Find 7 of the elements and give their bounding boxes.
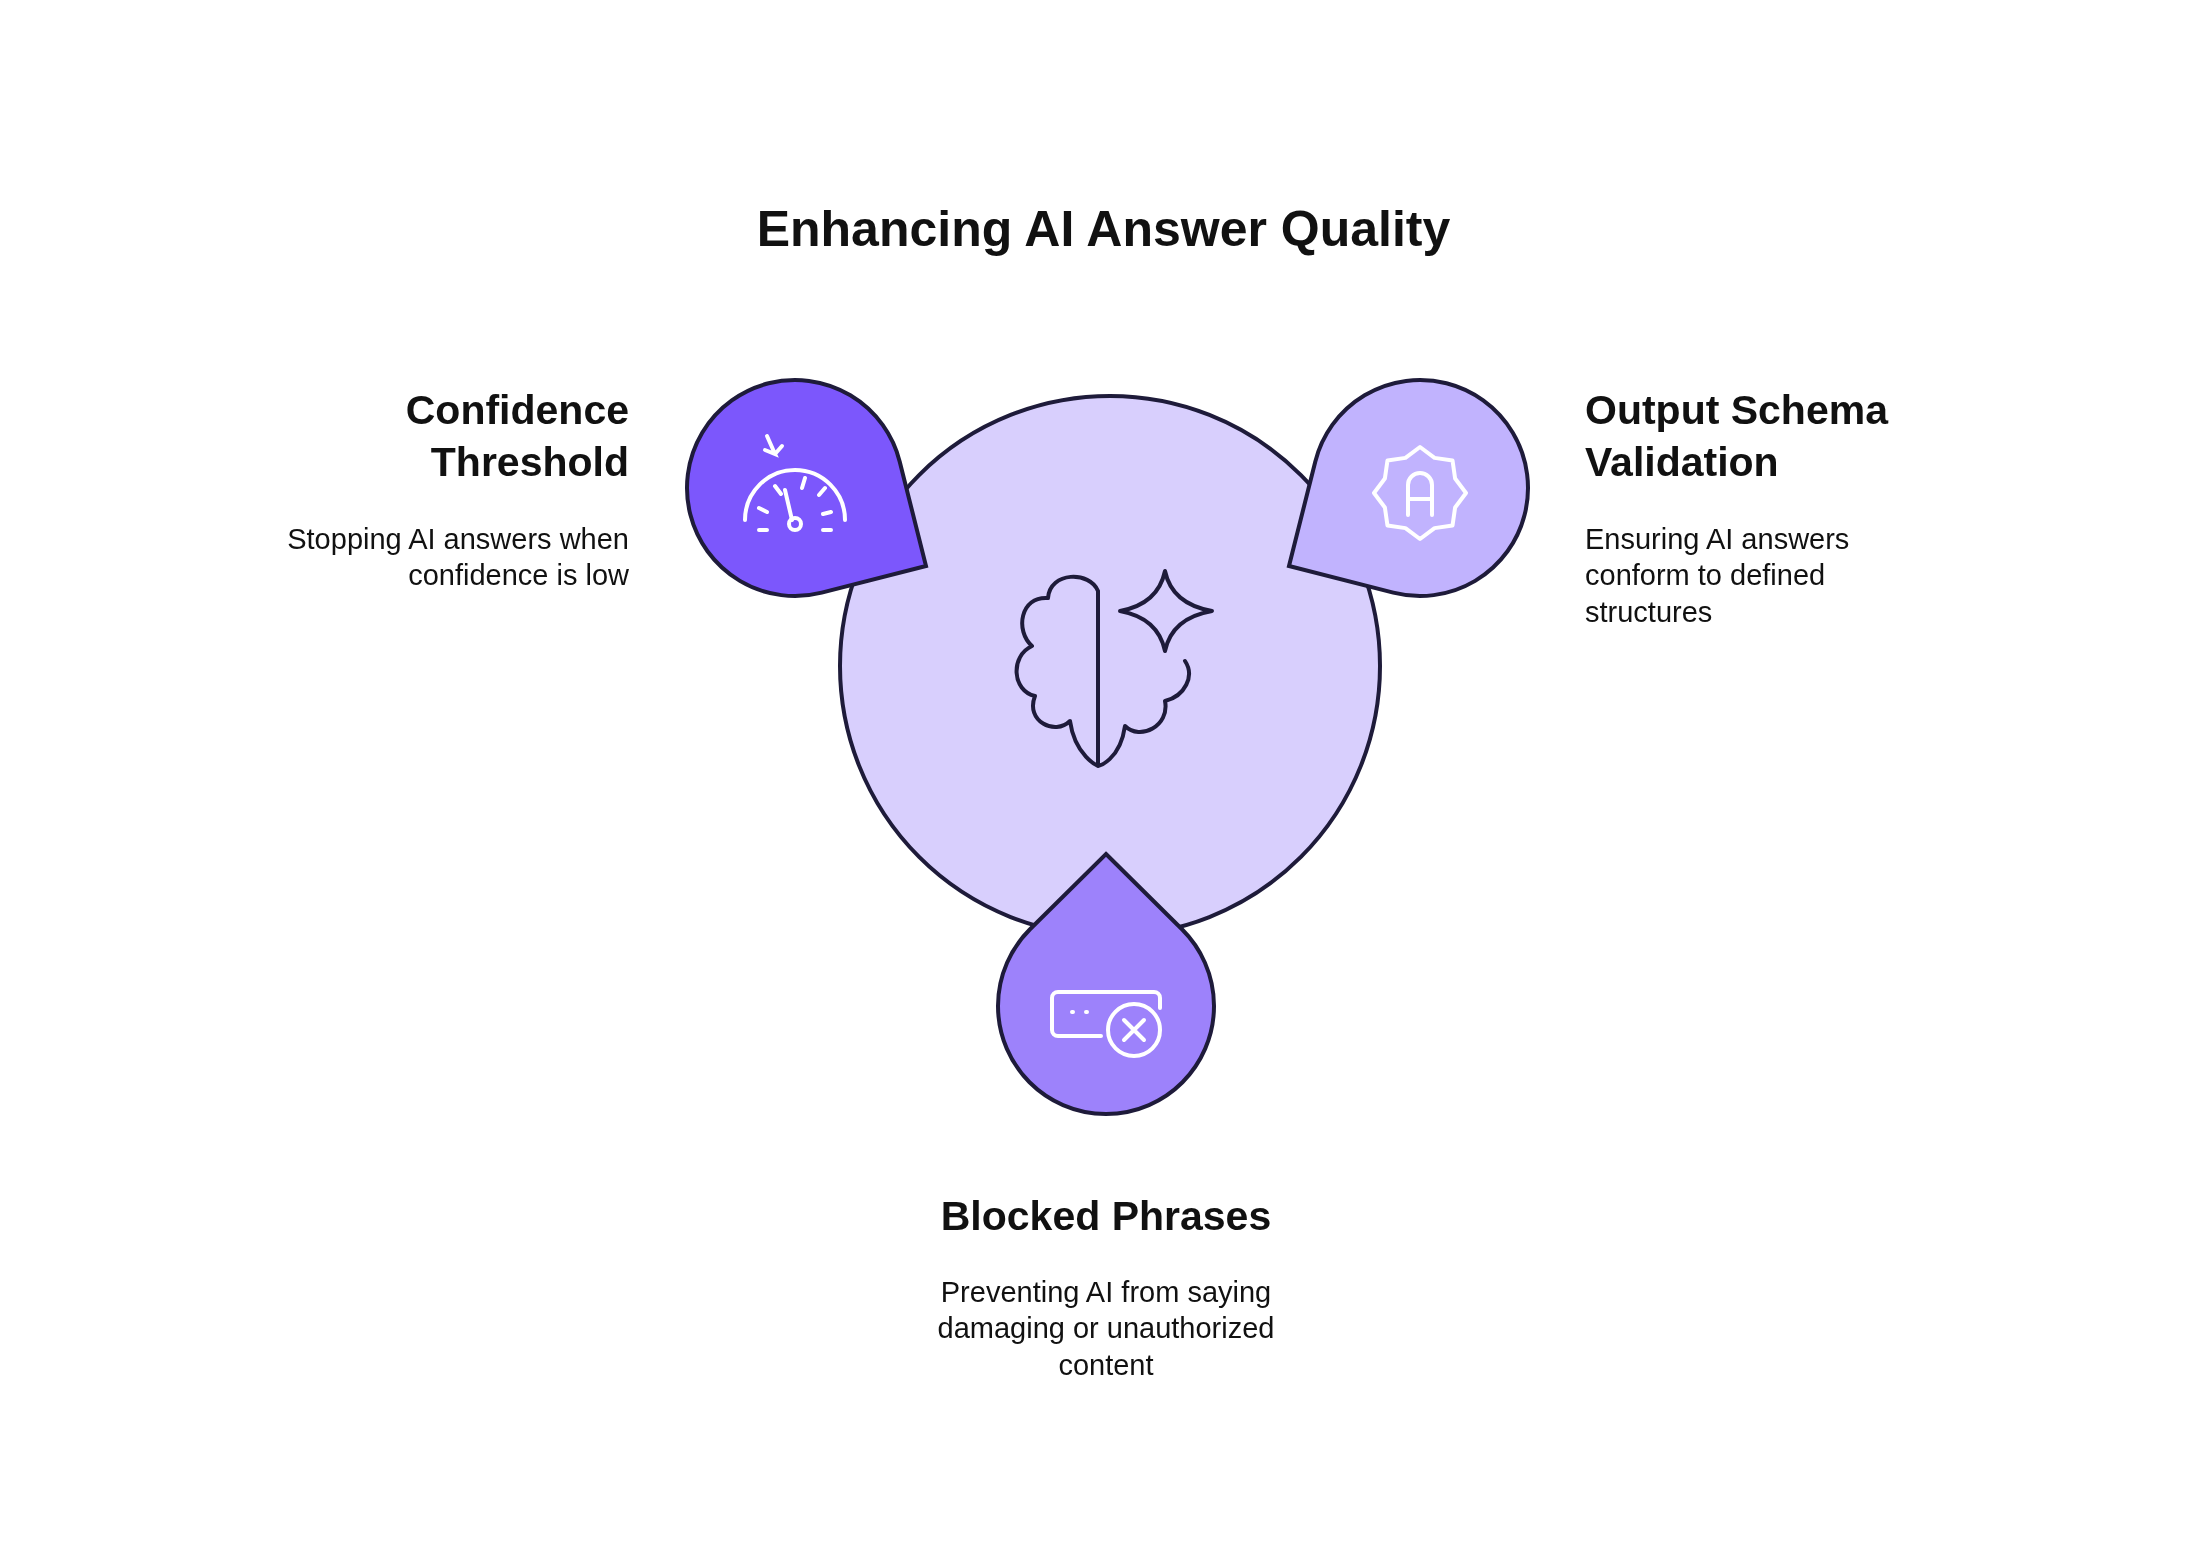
description: Stopping AI answers when confidence is low <box>286 522 629 594</box>
title: Enhancing AI Answer Quality <box>755 200 1452 258</box>
heading: Blocked Phrases <box>939 1192 1273 1241</box>
description: Ensuring AI answers conform to defined structures <box>1585 522 1851 630</box>
heading: Confidence Threshold <box>404 386 629 488</box>
heading: Output Schema Validation <box>1585 386 1890 488</box>
description: Preventing AI from saying damaging or unauthorized content <box>936 1275 1276 1383</box>
